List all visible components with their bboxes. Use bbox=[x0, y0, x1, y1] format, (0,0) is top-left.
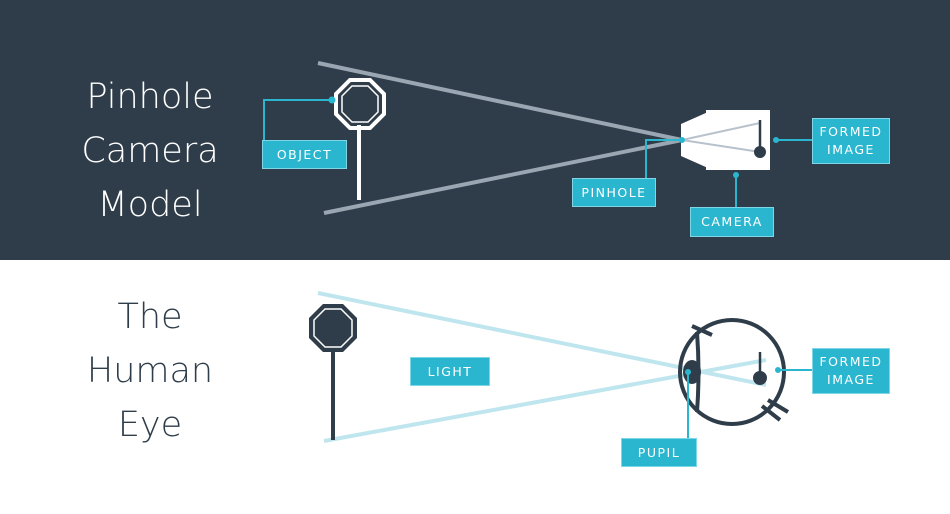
human-eye-title: The Human Eye bbox=[60, 290, 240, 452]
leader-dot bbox=[679, 137, 685, 143]
label-light-text: LIGHT bbox=[427, 363, 473, 379]
leader-lines-bottom bbox=[687, 369, 812, 440]
stop-sign-object-eye bbox=[309, 304, 357, 440]
title-line: Pinhole bbox=[86, 77, 214, 117]
title-line: Camera bbox=[81, 131, 219, 171]
title-line: Eye bbox=[117, 405, 183, 445]
label-object-text: OBJECT bbox=[276, 146, 333, 162]
label-formed-image-line1: FORMED bbox=[819, 124, 883, 139]
title-line: Model bbox=[97, 185, 203, 225]
label-light: LIGHT bbox=[410, 357, 490, 386]
human-eye-panel bbox=[0, 260, 950, 514]
label-object: OBJECT bbox=[262, 140, 347, 169]
label-pupil-text: PUPIL bbox=[637, 444, 681, 460]
label-formed-image-bottom: FORMED IMAGE bbox=[812, 348, 890, 394]
light-ray-upper bbox=[317, 61, 683, 142]
label-pinhole: PINHOLE bbox=[572, 178, 656, 207]
camera-body bbox=[681, 110, 770, 170]
light-ray-lower bbox=[323, 138, 683, 215]
title-line: The bbox=[117, 297, 183, 337]
label-camera: CAMERA bbox=[690, 207, 774, 237]
leader-lines-top bbox=[263, 99, 812, 208]
leader-dot bbox=[685, 369, 691, 375]
leader-dot bbox=[733, 172, 739, 178]
leader-dot bbox=[328, 96, 336, 104]
label-camera-text: CAMERA bbox=[701, 214, 763, 229]
label-formed-image-line1: FORMED bbox=[819, 354, 883, 369]
label-pinhole-text: PINHOLE bbox=[581, 184, 647, 200]
stop-sign-object bbox=[334, 78, 386, 200]
label-formed-image-line2: IMAGE bbox=[827, 372, 875, 387]
label-formed-image-line2: IMAGE bbox=[827, 142, 875, 157]
leader-dot bbox=[775, 367, 781, 373]
label-pupil: PUPIL bbox=[621, 438, 697, 467]
title-line: Human bbox=[86, 351, 214, 391]
pinhole-camera-title: Pinhole Camera Model bbox=[60, 70, 240, 232]
leader-dot bbox=[773, 137, 779, 143]
label-formed-image-top: FORMED IMAGE bbox=[812, 118, 890, 164]
pinhole-camera-panel: Pinhole Camera Model bbox=[0, 0, 950, 260]
